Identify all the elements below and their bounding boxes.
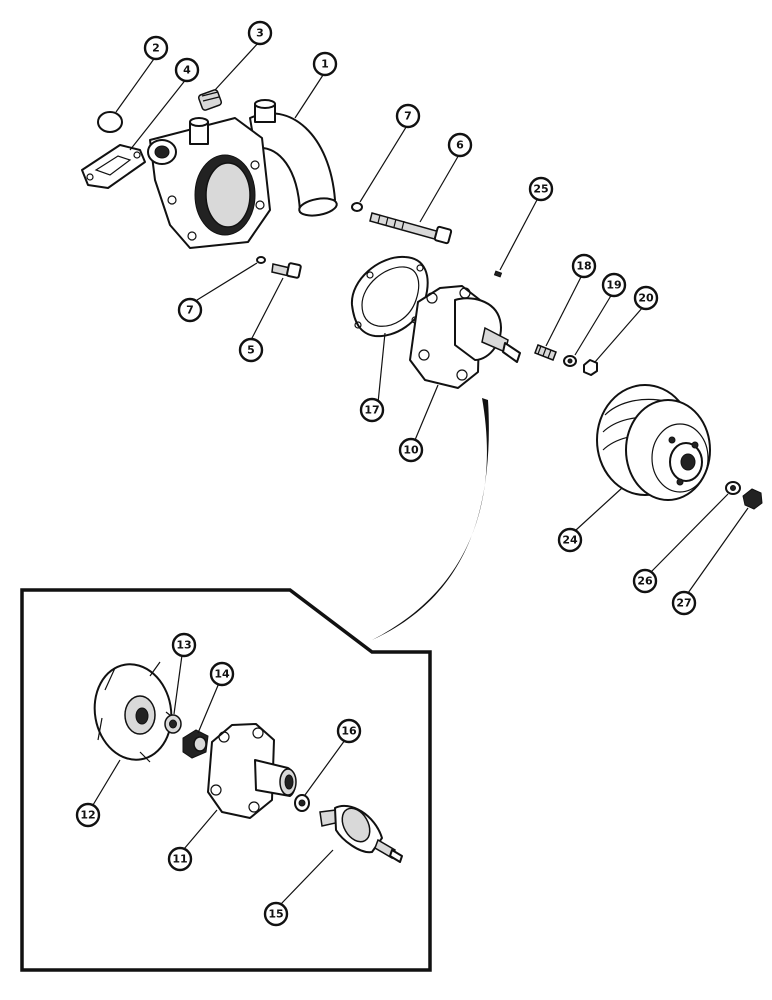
callout-14: 14 (209, 661, 235, 687)
callout-label: 12 (80, 809, 95, 822)
callout-label: 15 (268, 908, 283, 921)
callout-label: 2 (152, 42, 160, 55)
callout-19: 19 (601, 272, 627, 298)
callout-label: 27 (676, 597, 691, 610)
callout-16: 16 (336, 718, 362, 744)
callout-label: 4 (183, 64, 191, 77)
part-seal (182, 729, 209, 759)
callout-label: 14 (214, 668, 230, 681)
callout-label: 24 (562, 534, 578, 547)
callout-label: 16 (341, 725, 357, 738)
part-woodruff-key (493, 270, 503, 278)
part-pipe-plug (197, 89, 223, 111)
part-pump-body-detail (207, 723, 297, 819)
callout-label: 26 (637, 575, 653, 588)
callout-6: 6 (447, 132, 473, 158)
callout-25: 25 (528, 176, 554, 202)
part-pulley-washer (725, 481, 741, 495)
part-pulley-nut (742, 488, 763, 510)
callout-label: 20 (638, 292, 654, 305)
part-short-cap-screw (271, 262, 302, 279)
part-hex-nut (583, 359, 598, 376)
callout-18: 18 (571, 253, 597, 279)
callout-27: 27 (671, 590, 697, 616)
callout-label: 11 (172, 853, 187, 866)
callout-13: 13 (171, 632, 197, 658)
callout-7-upper: 7 (395, 103, 421, 129)
callout-label: 1 (321, 58, 329, 71)
callout-4: 4 (174, 57, 200, 83)
callout-label: 3 (256, 27, 264, 40)
callout-15: 15 (263, 901, 289, 927)
detail-inset-frame (20, 588, 432, 972)
callout-11: 11 (167, 846, 193, 872)
part-pump-housing (147, 99, 338, 249)
callout-label: 18 (576, 260, 591, 273)
callout-label: 6 (456, 139, 464, 152)
callout-label: 17 (364, 404, 379, 417)
part-pump-body-assembly (409, 285, 521, 389)
callout-20: 20 (633, 285, 659, 311)
part-cap-plug (97, 111, 123, 133)
part-flat-washer (563, 355, 577, 367)
callout-10: 10 (398, 437, 424, 463)
part-gasket-small (81, 144, 146, 189)
detail-callout-swoosh (372, 398, 489, 640)
part-fan-pulley (596, 384, 711, 501)
callout-1: 1 (312, 51, 338, 77)
callout-label: 5 (247, 344, 255, 357)
part-lockwasher-lower (256, 256, 266, 264)
callout-12: 12 (75, 802, 101, 828)
part-long-cap-screw (369, 212, 453, 245)
callout-label: 25 (533, 183, 548, 196)
callout-2: 2 (143, 35, 169, 61)
callout-17: 17 (359, 397, 385, 423)
part-seal-ring (164, 714, 182, 734)
callout-3: 3 (247, 20, 273, 46)
callout-26: 26 (632, 568, 658, 594)
part-shaft-bearing (319, 804, 403, 863)
callout-7-lower: 7 (177, 297, 203, 323)
callout-label: 13 (176, 639, 191, 652)
callout-label: 7 (404, 110, 412, 123)
callout-label: 10 (403, 444, 419, 457)
leader-lines (92, 40, 749, 905)
part-lockwasher-upper (351, 202, 363, 212)
callout-label: 19 (606, 279, 621, 292)
part-impeller (93, 661, 177, 763)
part-slinger (294, 794, 310, 812)
callout-24: 24 (557, 527, 583, 553)
part-stud (534, 344, 557, 361)
callout-5: 5 (238, 337, 264, 363)
callout-label: 7 (186, 304, 194, 317)
